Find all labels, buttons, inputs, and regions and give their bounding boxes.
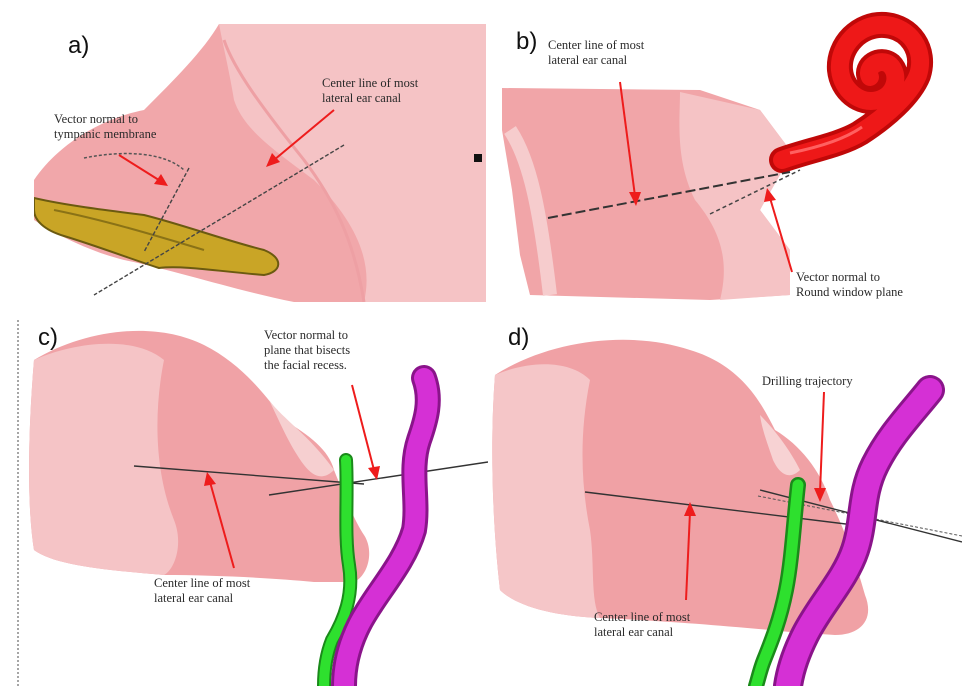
panel-a-illustration	[34, 10, 486, 302]
annotation-center-line-a: Center line of most lateral ear canal	[322, 76, 418, 106]
panel-c-illustration	[14, 320, 488, 686]
panel-label-b: b)	[516, 30, 537, 54]
annotation-center-line-c: Center line of most lateral ear canal	[154, 576, 250, 606]
panel-label-d: d)	[508, 326, 529, 350]
panel-c: c) Vector normal to plane that bisects t…	[14, 320, 488, 686]
annotation-vector-tm: Vector normal to tympanic membrane	[54, 112, 156, 142]
annotation-center-line-d: Center line of most lateral ear canal	[594, 610, 690, 640]
annotation-center-line-b: Center line of most lateral ear canal	[548, 38, 644, 68]
ear-canal-tissue-light	[29, 344, 178, 575]
ear-canal-tissue-light	[492, 364, 600, 618]
annotation-vector-facial-recess: Vector normal to plane that bisects the …	[264, 328, 350, 372]
panel-label-a: a)	[68, 34, 89, 58]
panel-a: a) Center line of most lateral ear canal…	[34, 10, 486, 302]
panel-b: b) Center line of most lateral ear canal…	[490, 10, 960, 310]
annotation-drilling-trajectory: Drilling trajectory	[762, 374, 853, 389]
panel-d-illustration	[490, 320, 962, 686]
panel-label-c: c)	[38, 326, 58, 350]
annotation-vector-rw: Vector normal to Round window plane	[796, 270, 903, 300]
panel-d: d) Drilling trajectory Center line of mo…	[490, 320, 962, 686]
